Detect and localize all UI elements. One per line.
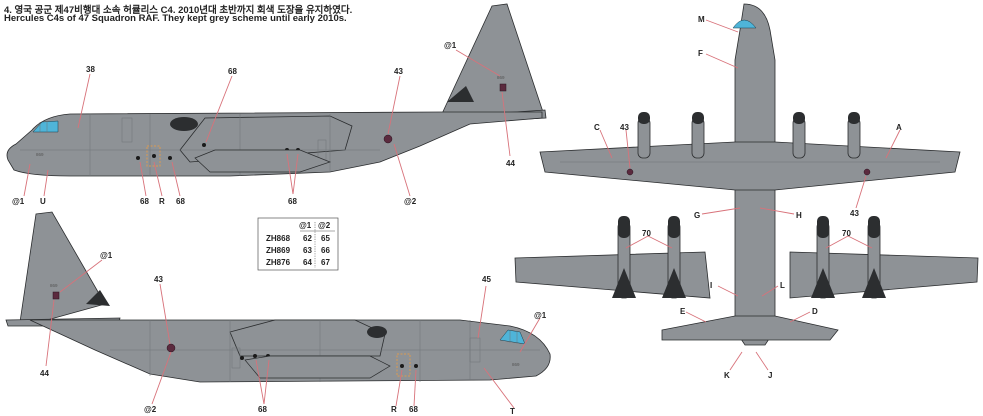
table-r2-c2: 66 — [321, 246, 330, 255]
table-serial-1: ZH868 — [266, 234, 291, 243]
callout-M: M — [698, 15, 705, 24]
callout-H: H — [796, 211, 802, 220]
plan-bottom-wing-right — [789, 251, 979, 299]
callout-D: D — [812, 307, 818, 316]
callout-68-door-b: 68 — [176, 197, 185, 206]
table-r1-c2: 65 — [321, 234, 330, 243]
callout-70-right: 70 — [842, 229, 851, 238]
sponson-right — [244, 355, 391, 379]
callout-44-bottom: 44 — [40, 369, 49, 378]
fin-code-left: 869 — [497, 75, 505, 80]
callout-F: F — [698, 49, 703, 58]
callout-43-wing-left: 43 — [620, 123, 629, 132]
nose-code-right: 869 — [512, 362, 520, 367]
plan-view-bottom — [514, 216, 979, 299]
callout-68-sponson-bottom: 68 — [258, 405, 267, 414]
callout-at1-fin-top: @1 — [444, 41, 457, 50]
profile-left-side: 869 869 — [6, 3, 547, 177]
plan-top-tailplane — [661, 315, 839, 341]
fin-code-right: 869 — [50, 283, 58, 288]
callout-G: G — [694, 211, 700, 220]
callout-38: 38 — [86, 65, 95, 74]
wing-root-right — [229, 319, 386, 357]
callout-68-door-bottom: 68 — [409, 405, 418, 414]
callout-43-bottom: 43 — [154, 275, 163, 284]
plan-bottom-wing-left — [514, 251, 711, 299]
callout-68-sponson-top: 68 — [288, 197, 297, 206]
callout-43-top: 43 — [394, 67, 403, 76]
callout-43-wing-right: 43 — [850, 209, 859, 218]
callout-at1-nose-top: @1 — [12, 197, 25, 206]
engine-intake-right — [367, 326, 387, 338]
roundel-left — [383, 134, 393, 144]
caption-english: Hercules C4s of 47 Squadron RAF. They ke… — [4, 13, 347, 24]
callout-at1-fin-bottom: @1 — [100, 251, 113, 260]
caption-korean: 4. 영국 공군 제47비행대 소속 허큘리스 C4. 2010년대 초반까지 … — [4, 5, 353, 16]
cockpit-windows-left — [32, 120, 59, 133]
cockpit-windows-right — [499, 329, 526, 345]
callout-45: 45 — [482, 275, 491, 284]
callout-R-top: R — [159, 197, 165, 206]
fin-flash-left — [499, 83, 507, 92]
callout-L: L — [780, 281, 785, 290]
callout-J: J — [768, 371, 772, 380]
table-header-2: @2 — [318, 221, 331, 230]
serial-table: @1 @2 ZH868 62 65 ZH869 63 66 ZH876 64 6… — [257, 217, 339, 271]
table-r3-c2: 67 — [321, 258, 330, 267]
callout-at2-top: @2 — [404, 197, 417, 206]
callout-U: U — [40, 197, 46, 206]
fin-flash-right — [52, 291, 60, 300]
plan-top-wing — [539, 141, 961, 191]
callout-44-top: 44 — [506, 159, 515, 168]
nose-code-left: 869 — [36, 152, 44, 157]
callout-C: C — [594, 123, 600, 132]
callout-A: A — [896, 123, 902, 132]
callout-R-bottom: R — [391, 405, 397, 414]
crew-door-left — [146, 145, 161, 167]
fin-black-patch-right — [86, 290, 110, 306]
callout-at1-nose-bottom: @1 — [534, 311, 547, 320]
callout-68-top: 68 — [228, 67, 237, 76]
fin-black-patch-left — [447, 86, 474, 102]
table-r2-c1: 63 — [303, 246, 312, 255]
table-serial-3: ZH876 — [266, 258, 291, 267]
profile-right-side: 869 869 — [5, 211, 551, 383]
callout-K: K — [724, 371, 730, 380]
callout-E: E — [680, 307, 686, 316]
leader-lines — [23, 19, 901, 409]
table-r3-c1: 64 — [303, 258, 312, 267]
engine-intake-left — [170, 117, 198, 131]
callout-I: I — [710, 281, 712, 290]
roundel-right — [166, 343, 176, 353]
table-header-1: @1 — [299, 221, 312, 230]
callout-at2-bottom: @2 — [144, 405, 157, 414]
table-r1-c1: 62 — [303, 234, 312, 243]
plan-view-top — [539, 3, 961, 346]
table-serial-2: ZH869 — [266, 246, 291, 255]
callout-T: T — [510, 407, 515, 416]
callout-labels: 38 68 43 @1 @1 U 68 R 68 68 @2 44 @1 43 … — [12, 15, 902, 416]
callout-70-left: 70 — [642, 229, 651, 238]
plan-top-cockpit — [732, 19, 757, 29]
callout-68-door-a: 68 — [140, 197, 149, 206]
